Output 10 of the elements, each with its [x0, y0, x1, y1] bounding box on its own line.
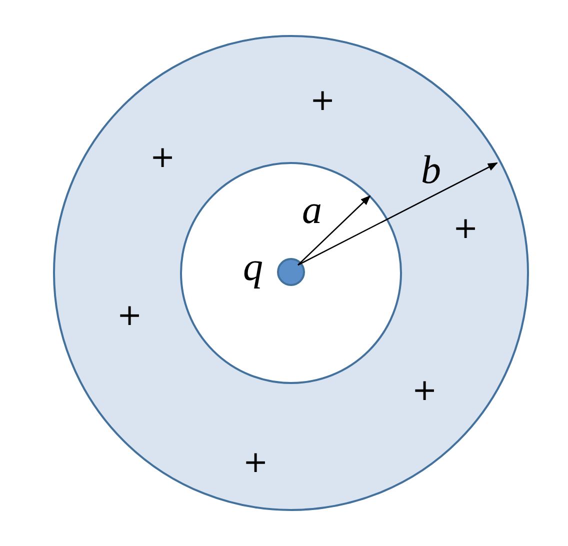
plus-sign: + — [150, 143, 176, 173]
point-charge — [277, 258, 305, 286]
radius-label: a — [302, 190, 322, 230]
radius-label: b — [421, 150, 441, 190]
plus-sign: + — [117, 301, 142, 331]
plus-sign: + — [453, 214, 478, 244]
plus-sign: + — [243, 448, 268, 478]
plus-sign: + — [310, 86, 336, 116]
plus-sign: + — [412, 376, 438, 406]
charge-label: q — [243, 247, 263, 287]
